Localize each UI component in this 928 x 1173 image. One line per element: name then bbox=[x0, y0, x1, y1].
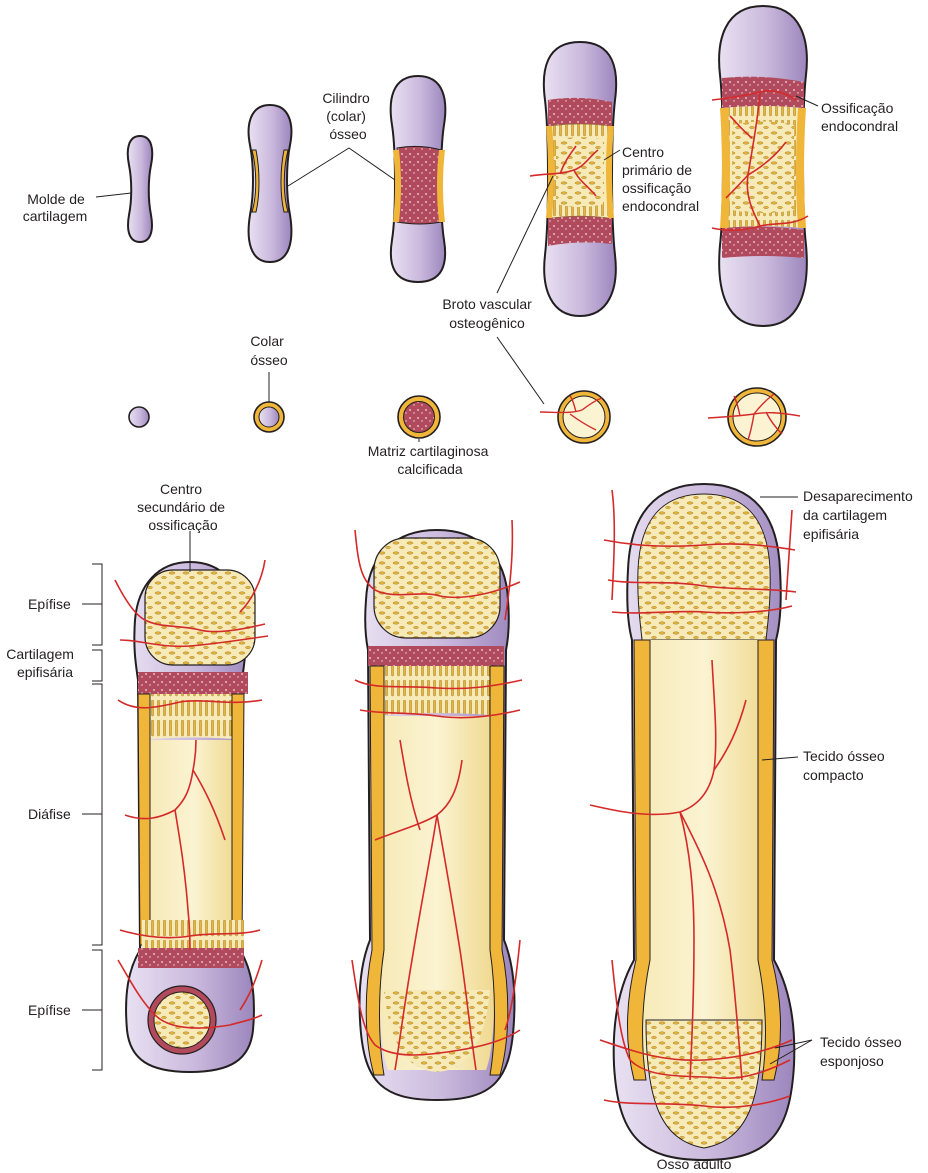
stage-2-bone-collar bbox=[247, 103, 293, 264]
stage-1-cartilage-model bbox=[126, 134, 154, 244]
bone-growth-plate bbox=[351, 519, 523, 1102]
label-matriz: Matriz cartilaginosa calcificada bbox=[368, 443, 493, 477]
label-centro-primario: Centro primário de ossificação endocondr… bbox=[622, 144, 699, 214]
leader-lines bbox=[82, 95, 819, 1071]
vessels bbox=[529, 145, 599, 197]
label-ossificacao-endocondral: Ossificação endocondral bbox=[821, 100, 898, 134]
vessels bbox=[711, 90, 809, 231]
label-molde: Molde de cartilagem bbox=[23, 191, 89, 224]
stage-3-calcified-cartilage bbox=[389, 74, 447, 284]
vessels bbox=[114, 559, 269, 1029]
label-cilindro: Cilindro (colar) ósseo bbox=[322, 90, 373, 142]
label-tecido-compacto: Tecido ósseo compacto bbox=[803, 748, 889, 783]
label-epifise-top: Epífise bbox=[28, 596, 71, 612]
label-epifise-bottom: Epífise bbox=[28, 1002, 71, 1018]
stage-5-endochondral bbox=[711, 4, 809, 328]
label-tecido-esponjoso: Tecido ósseo esponjoso bbox=[820, 1034, 906, 1069]
label-centro-secundario: Centro secundário de ossificação bbox=[137, 481, 229, 533]
labels: Molde de cartilagem Cilindro (colar) óss… bbox=[6, 90, 917, 1172]
stage-4-primary-center bbox=[529, 40, 618, 318]
vessels bbox=[589, 489, 797, 1109]
label-osso-adulto: Osso adulto bbox=[657, 1156, 732, 1172]
label-cartilagem-epifisaria: Cartilagem epifisária bbox=[6, 646, 78, 680]
bone-adult bbox=[589, 482, 797, 1162]
section-bone-collar bbox=[253, 401, 285, 433]
section-endochondral bbox=[707, 387, 801, 447]
vessels bbox=[351, 519, 523, 1071]
label-broto: Broto vascular osteogênico bbox=[442, 296, 535, 331]
section-cartilage bbox=[128, 406, 150, 428]
cross-sections bbox=[128, 387, 801, 447]
label-colar: Colar ósseo bbox=[250, 333, 288, 368]
bone-secondary-center bbox=[114, 559, 269, 1074]
label-diafise: Diáfise bbox=[28, 806, 71, 822]
section-calcified-matrix bbox=[397, 395, 441, 439]
section-vascular-bud bbox=[539, 390, 611, 444]
label-desaparecimento: Desaparecimento da cartilagem epifisária bbox=[803, 488, 917, 542]
